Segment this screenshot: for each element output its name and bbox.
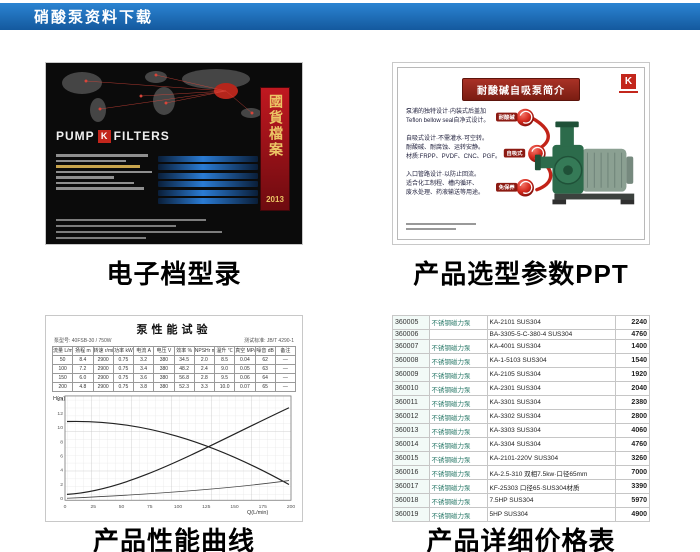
svg-text:0: 0 xyxy=(64,504,67,510)
svg-text:50: 50 xyxy=(119,504,125,510)
y-axis-label: H(m) xyxy=(53,396,65,402)
pump-illustration: 耐酸碱 自吸式 免保养 xyxy=(496,108,635,205)
svg-text:200: 200 xyxy=(287,504,296,510)
svg-text:25: 25 xyxy=(90,504,96,510)
chart-subtitle-left: 泵型号: 40FSB-30 / 750W xyxy=(54,338,112,344)
catalog-product-bars xyxy=(158,153,258,207)
slide-footer-text xyxy=(406,220,476,233)
performance-curve-image[interactable]: 泵性能试验 泵型号: 40FSB-30 / 750W 测试标准: JB/T 42… xyxy=(45,315,303,522)
logo-underline xyxy=(619,91,638,93)
brand-filters-text: FILTERS xyxy=(113,129,170,143)
world-map xyxy=(62,69,261,122)
catalog-cover-image[interactable]: PUMP K FILTERS 國貨檔案 2013 xyxy=(45,62,303,245)
pump-drawing xyxy=(534,121,635,205)
head-curve xyxy=(66,420,290,486)
svg-text:175: 175 xyxy=(259,504,268,510)
page-title: 硝酸泵资料下载 xyxy=(34,9,154,26)
x-axis-label: Q(L/min) xyxy=(247,510,269,516)
caption-catalog: 电子档型录 xyxy=(106,259,242,289)
brand-pump-text: PUMP xyxy=(56,129,95,143)
catalog-footer-text xyxy=(56,215,222,243)
svg-text:2: 2 xyxy=(60,482,63,488)
power-curve xyxy=(66,480,290,499)
catalog-year-badge: 國貨檔案 2013 xyxy=(260,87,290,211)
caption-price: 产品详细价格表 xyxy=(426,526,616,552)
svg-text:12: 12 xyxy=(57,411,63,417)
chart-title: 泵性能试验 xyxy=(136,324,212,336)
svg-text:100: 100 xyxy=(174,504,183,510)
svg-text:8: 8 xyxy=(60,439,63,445)
brand-k-logo-icon: K xyxy=(97,129,111,143)
tag-label: 耐酸碱 xyxy=(499,113,516,121)
slide-title: 耐酸碱自吸泵简介 xyxy=(462,78,580,101)
svg-text:4: 4 xyxy=(60,468,63,474)
efficiency-curve xyxy=(66,407,290,495)
caption-ppt: 产品选型参数PPT xyxy=(413,259,629,289)
page-header: 硝酸泵资料下载 xyxy=(0,3,700,30)
svg-text:150: 150 xyxy=(230,504,239,510)
svg-text:125: 125 xyxy=(202,504,211,510)
catalog-brand-row: PUMP K FILTERS xyxy=(56,129,170,143)
tag-label: 自吸式 xyxy=(506,149,523,157)
distribution-network xyxy=(84,73,254,115)
svg-text:0: 0 xyxy=(60,496,63,502)
feature-tags: 耐酸碱 自吸式 免保养 xyxy=(496,112,526,192)
kuobao-logo-icon: K xyxy=(621,74,636,89)
badge-text: 國貨檔案 xyxy=(267,94,283,158)
chart-subtitle-right: 测试标准: JB/T 4290-1 xyxy=(244,338,294,344)
catalog-company-text xyxy=(56,151,152,193)
badge-year: 2013 xyxy=(266,195,284,204)
tag-label: 免保养 xyxy=(499,183,516,191)
svg-text:6: 6 xyxy=(60,454,63,460)
svg-text:75: 75 xyxy=(147,504,153,510)
svg-text:14: 14 xyxy=(57,397,63,403)
svg-text:10: 10 xyxy=(57,425,63,431)
logo-letter: K xyxy=(624,76,633,87)
caption-curve: 产品性能曲线 xyxy=(92,526,255,552)
